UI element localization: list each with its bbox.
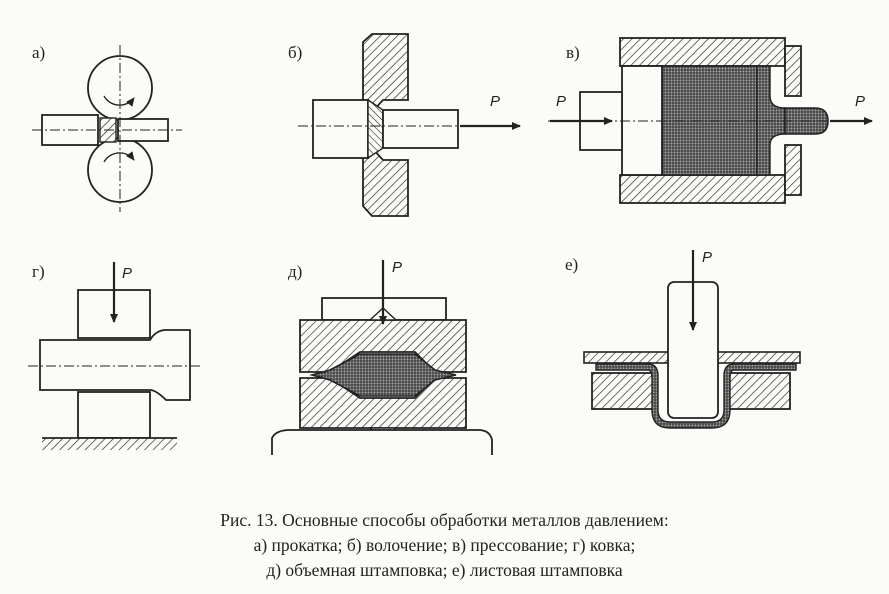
forging-anvil <box>77 391 151 439</box>
extrusion-container-top <box>619 37 786 67</box>
metal-forming-diagram: а) б) P в) <box>28 33 873 455</box>
panel-label-d: д) <box>288 262 302 281</box>
drawing-deformation-zone <box>367 98 384 160</box>
panel-label-v: в) <box>566 43 580 62</box>
stamping-die-right <box>727 372 791 410</box>
die-forging-upper-die <box>299 319 467 373</box>
panel-label-b: б) <box>288 43 302 62</box>
drawing-workpiece-in <box>312 99 369 159</box>
stamping-sheet <box>595 363 797 429</box>
extrusion-die-lower <box>784 144 802 196</box>
die-forging-force-label: P <box>392 259 402 276</box>
extrusion-force-out-label: P <box>855 93 865 110</box>
extrusion-container-bottom <box>619 174 786 204</box>
caption-line-1: Рис. 13. Основные способы обработки мета… <box>220 510 669 530</box>
figure-caption: Рис. 13. Основные способы обработки мета… <box>0 508 889 583</box>
stamping-force-label: P <box>702 249 712 266</box>
drawing-die-lower <box>362 147 409 217</box>
panel-label-e: е) <box>565 255 578 274</box>
caption-line-3: д) объемная штамповка; е) листовая штамп… <box>266 560 623 580</box>
drawing-wire-out <box>382 109 459 149</box>
panel-label-a: а) <box>32 43 45 62</box>
panel-drawing: б) P <box>288 33 521 217</box>
panel-extrusion: в) P P <box>548 37 873 204</box>
die-forging-base <box>271 429 493 455</box>
forging-force-label: P <box>122 265 132 282</box>
extrusion-force-in-label: P <box>556 93 566 110</box>
forging-workpiece <box>39 329 191 401</box>
panel-die-forging: д) P <box>271 259 493 455</box>
panel-rolling: а) <box>32 43 182 212</box>
panel-forging: г) P <box>28 262 200 450</box>
forging-base <box>42 438 177 450</box>
drawing-force-label: P <box>490 93 500 110</box>
drawing-die-upper <box>362 33 409 113</box>
stamping-die-left <box>591 372 655 410</box>
caption-line-2: а) прокатка; б) волочение; в) прессовани… <box>253 535 636 555</box>
extrusion-die-upper <box>784 45 802 97</box>
panel-sheet-stamping: е) P <box>565 249 801 429</box>
panel-label-g: г) <box>32 262 45 281</box>
die-forging-workpiece <box>309 353 457 397</box>
